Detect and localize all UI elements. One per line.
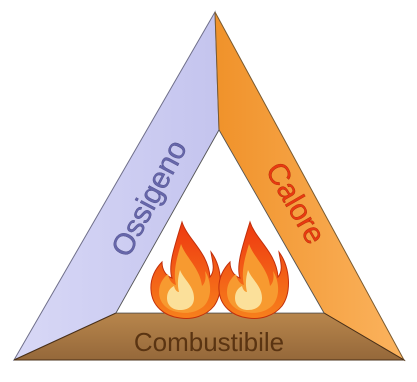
fuel-label: Combustibile	[134, 327, 284, 357]
